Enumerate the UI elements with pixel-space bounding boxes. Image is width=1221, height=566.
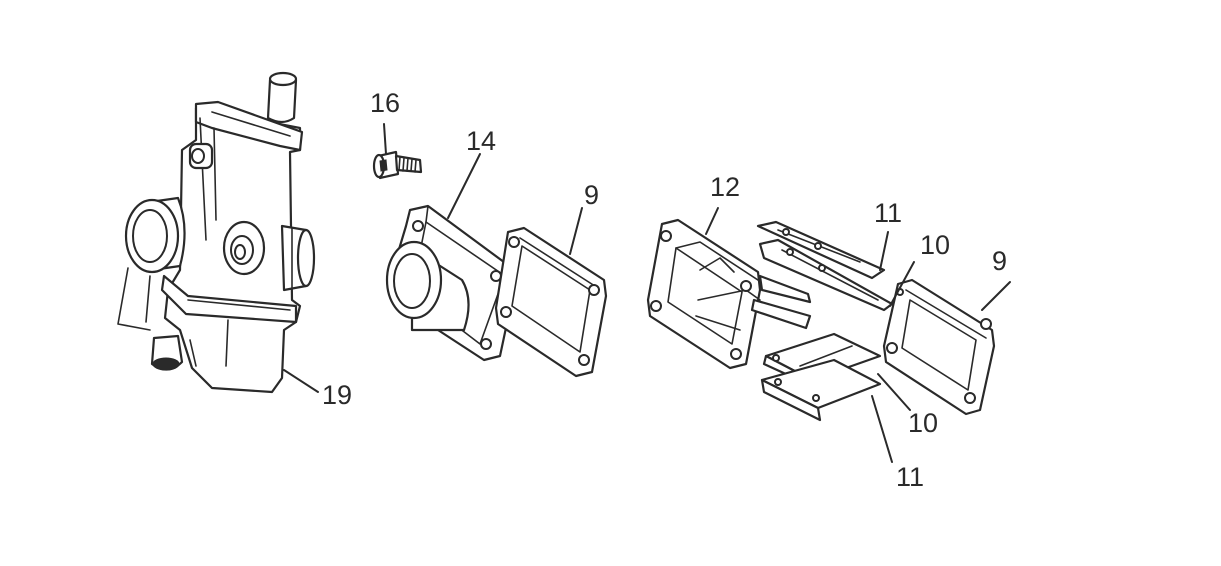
- carburetor-part: [117, 71, 316, 394]
- gasket-right-part: [882, 278, 996, 416]
- leader-19: [283, 369, 319, 393]
- callout-labels: 19 16 14 9 12 11 10 9 10 11: [322, 88, 1007, 492]
- leader-12: [705, 207, 719, 235]
- leader-11-lower: [871, 395, 893, 463]
- leader-14: [447, 153, 481, 219]
- callout-9-left: 9: [584, 180, 599, 210]
- callout-11-lower: 11: [896, 462, 924, 492]
- leader-10-lower: [877, 373, 911, 411]
- callout-11-upper: 11: [874, 198, 902, 228]
- callout-14: 14: [466, 126, 496, 156]
- leader-9-left: [569, 207, 583, 255]
- reed-block-part: [646, 218, 812, 370]
- leader-lines: [283, 123, 1011, 463]
- gasket-left-part: [494, 226, 608, 378]
- screw-part: [372, 150, 423, 180]
- callout-12: 12: [710, 172, 740, 202]
- leader-9-right: [981, 281, 1011, 311]
- leader-10-upper: [889, 261, 915, 307]
- callout-9-right: 9: [992, 246, 1007, 276]
- callout-16: 16: [370, 88, 400, 118]
- callout-10-upper: 10: [920, 230, 950, 260]
- leader-11-upper: [879, 231, 889, 271]
- intake-manifold-part: [385, 204, 516, 362]
- callout-10-lower: 10: [908, 408, 938, 438]
- reed-petal-upper-part: [756, 220, 886, 280]
- callout-19: 19: [322, 380, 352, 410]
- reed-stop-upper-part: [758, 238, 894, 312]
- reed-petal-lower-part: [760, 358, 882, 422]
- leader-16: [383, 123, 387, 155]
